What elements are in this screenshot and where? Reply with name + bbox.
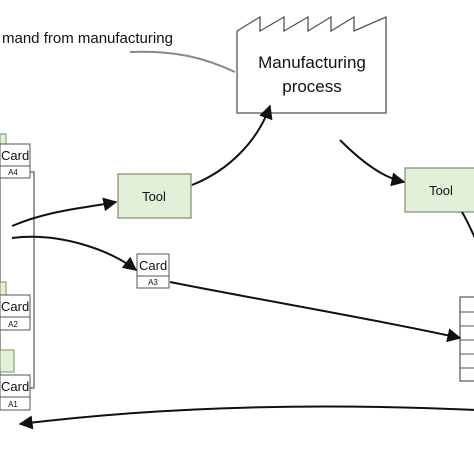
card-a1-code: A1: [8, 400, 18, 409]
tool-box-left: Tool: [117, 173, 192, 219]
arrow-rack-to-card-a3: [11, 235, 138, 271]
factory-outline: [236, 15, 387, 114]
card-a2: Card A2: [0, 294, 31, 331]
demand-label: mand from manufacturing: [2, 30, 173, 47]
arrow-factory-to-tool: [339, 139, 406, 187]
card-a1-label: Card: [1, 379, 29, 394]
card-a4-code: A4: [8, 168, 18, 177]
card-a4-label: Card: [1, 148, 29, 163]
demand-curve: [129, 50, 236, 73]
card-a2-code: A2: [8, 320, 18, 329]
card-rack-left: Card A4 Card A2 Card A1: [0, 133, 35, 411]
factory-label-line1: Manufacturing: [258, 53, 366, 72]
card-a4: Card A4: [0, 143, 31, 179]
tool-label-left: Tool: [142, 189, 166, 204]
tool-box-right: Tool: [404, 167, 474, 213]
arrow-tool-to-factory: [191, 104, 273, 186]
card-a3-code: A3: [148, 278, 158, 287]
manufacturing-process-box: Manufacturing process: [236, 15, 387, 114]
arrow-card-a3-to-rack: [169, 281, 462, 343]
card-a3: Card A3: [136, 253, 170, 289]
card-a3-label: Card: [139, 258, 167, 273]
card-a1: Card A1: [0, 374, 31, 411]
tool-label-right: Tool: [429, 183, 453, 198]
arrow-tool-down: [461, 211, 474, 239]
card-rack-right: [459, 296, 474, 382]
arrow-rack-to-tool: [11, 197, 118, 227]
arrow-return-loop: [18, 405, 474, 430]
card-a2-label: Card: [1, 299, 29, 314]
factory-label-line2: process: [282, 77, 342, 96]
